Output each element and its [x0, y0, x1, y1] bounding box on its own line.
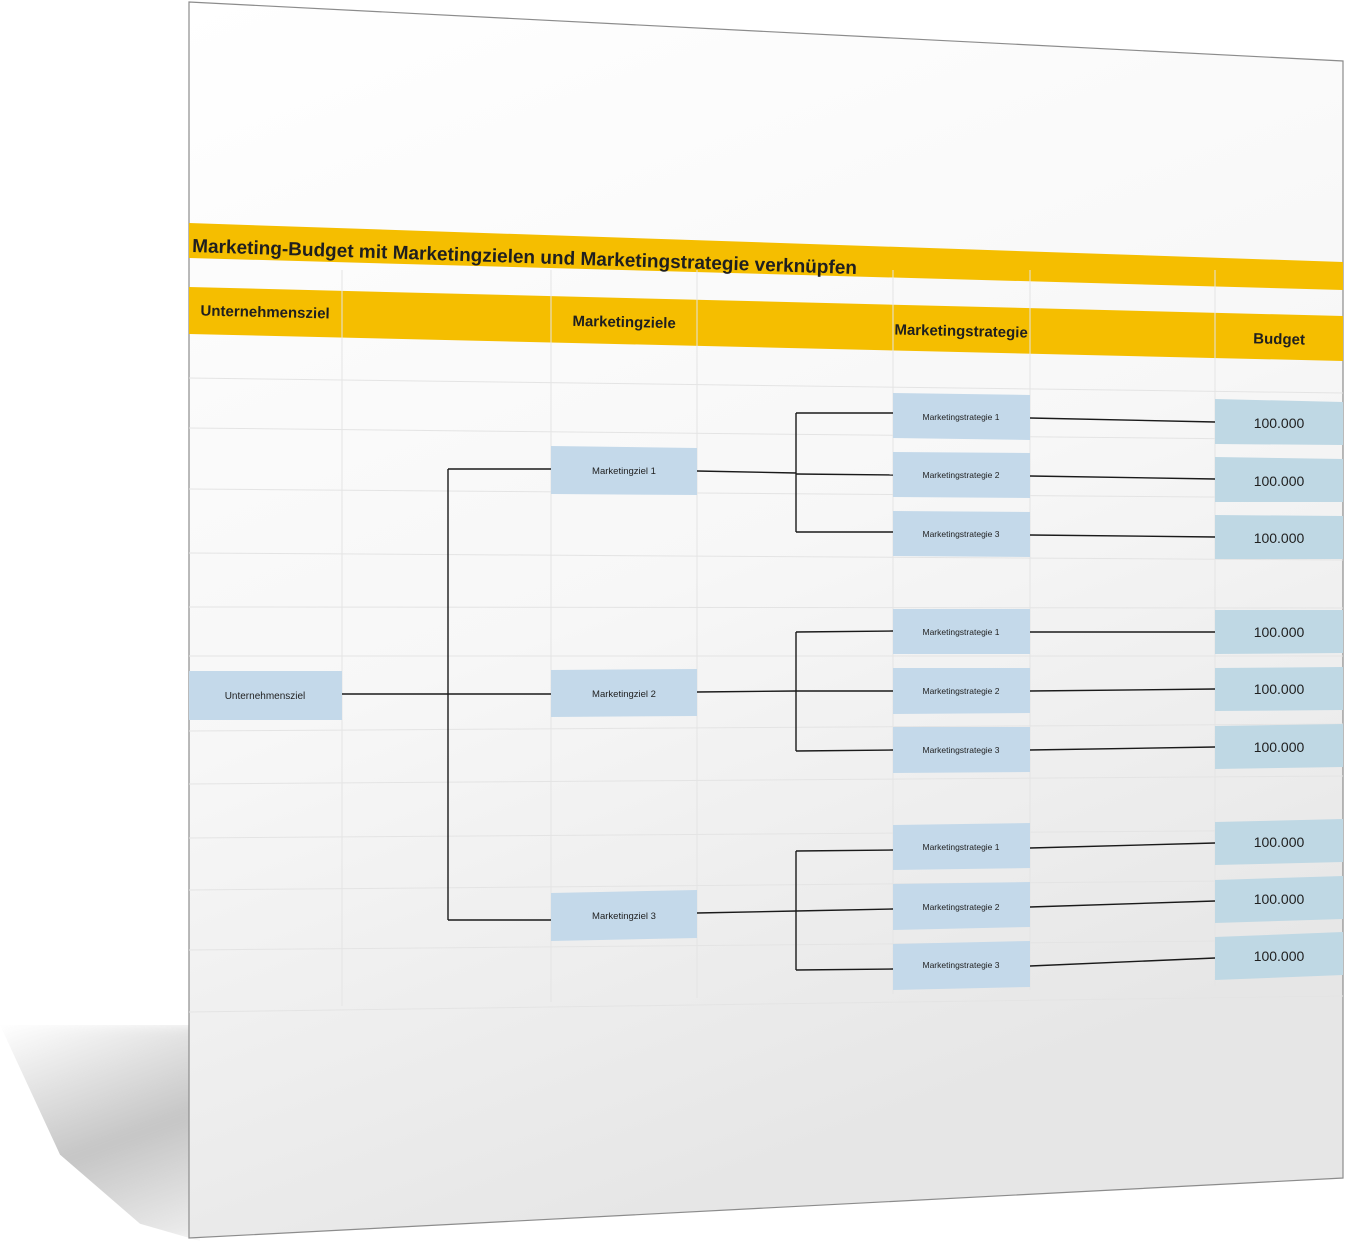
budget-value: 100.000: [1254, 681, 1305, 697]
marketingstrategie-node: Marketingstrategie 3: [893, 511, 1030, 557]
budget-cell: 100.000: [1215, 667, 1343, 711]
budget-value: 100.000: [1254, 415, 1305, 431]
marketingstrategie-node: Marketingstrategie 1: [893, 393, 1030, 440]
budget-cell: 100.000: [1215, 876, 1343, 923]
marketingstrategie-label: Marketingstrategie 1: [922, 842, 999, 852]
marketingstrategie-label: Marketingstrategie 3: [922, 960, 999, 970]
budget-value: 100.000: [1254, 624, 1305, 640]
marketingstrategie-label: Marketingstrategie 1: [922, 412, 999, 422]
marketingstrategie-label: Marketingstrategie 2: [922, 902, 999, 912]
marketingstrategie-label: Marketingstrategie 3: [922, 529, 999, 539]
budget-cell: 100.000: [1215, 724, 1343, 769]
marketingziel-label: Marketingziel 2: [592, 689, 656, 700]
header-marketingstrategie: Marketingstrategie: [894, 321, 1028, 341]
budget-value: 100.000: [1254, 473, 1305, 489]
header-budget: Budget: [1253, 330, 1305, 348]
marketingziel-label: Marketingziel 3: [592, 911, 656, 922]
marketingstrategie-node: Marketingstrategie 2: [893, 668, 1030, 714]
title-banner: [189, 223, 1343, 290]
marketingziel-node: Marketingziel 2: [551, 669, 697, 717]
header-band: [189, 287, 1343, 361]
unternehmensziel-label: Unternehmensziel: [225, 691, 306, 702]
budget-cell: 100.000: [1215, 515, 1343, 559]
marketingstrategie-label: Marketingstrategie 1: [922, 627, 999, 637]
marketingstrategie-node: Marketingstrategie 1: [893, 823, 1030, 870]
unternehmensziel-node: Unternehmensziel: [189, 671, 342, 720]
marketingstrategie-node: Marketingstrategie 2: [893, 452, 1030, 498]
budget-value: 100.000: [1254, 948, 1305, 964]
budget-value: 100.000: [1254, 891, 1305, 907]
budget-cell: 100.000: [1215, 610, 1343, 654]
marketingstrategie-node: Marketingstrategie 3: [893, 727, 1030, 773]
connectors: [342, 412, 1216, 971]
marketingziel-node: Marketingziel 1: [551, 446, 697, 495]
marketingstrategie-node: Marketingstrategie 2: [893, 882, 1030, 930]
budget-cell: 100.000: [1215, 932, 1343, 980]
marketingstrategie-node: Marketingstrategie 3: [893, 941, 1030, 990]
header-marketingziele: Marketingziele: [572, 313, 676, 332]
marketingstrategie-node: Marketingstrategie 1: [893, 609, 1030, 654]
budget-cell: 100.000: [1215, 399, 1343, 445]
budget-value: 100.000: [1254, 530, 1305, 546]
budget-value: 100.000: [1254, 739, 1305, 755]
marketingstrategie-label: Marketingstrategie 2: [922, 470, 999, 480]
marketingstrategie-label: Marketingstrategie 2: [922, 686, 999, 696]
header-unternehmensziel: Unternehmensziel: [200, 303, 330, 323]
page: [188, 1, 1344, 1239]
marketingziel-label: Marketingziel 1: [592, 466, 656, 477]
budget-cell: 100.000: [1215, 819, 1343, 865]
marketingstrategie-label: Marketingstrategie 3: [922, 745, 999, 755]
budget-cell: 100.000: [1215, 457, 1343, 502]
budget-value: 100.000: [1254, 834, 1305, 850]
marketingziel-node: Marketingziel 3: [551, 890, 697, 941]
